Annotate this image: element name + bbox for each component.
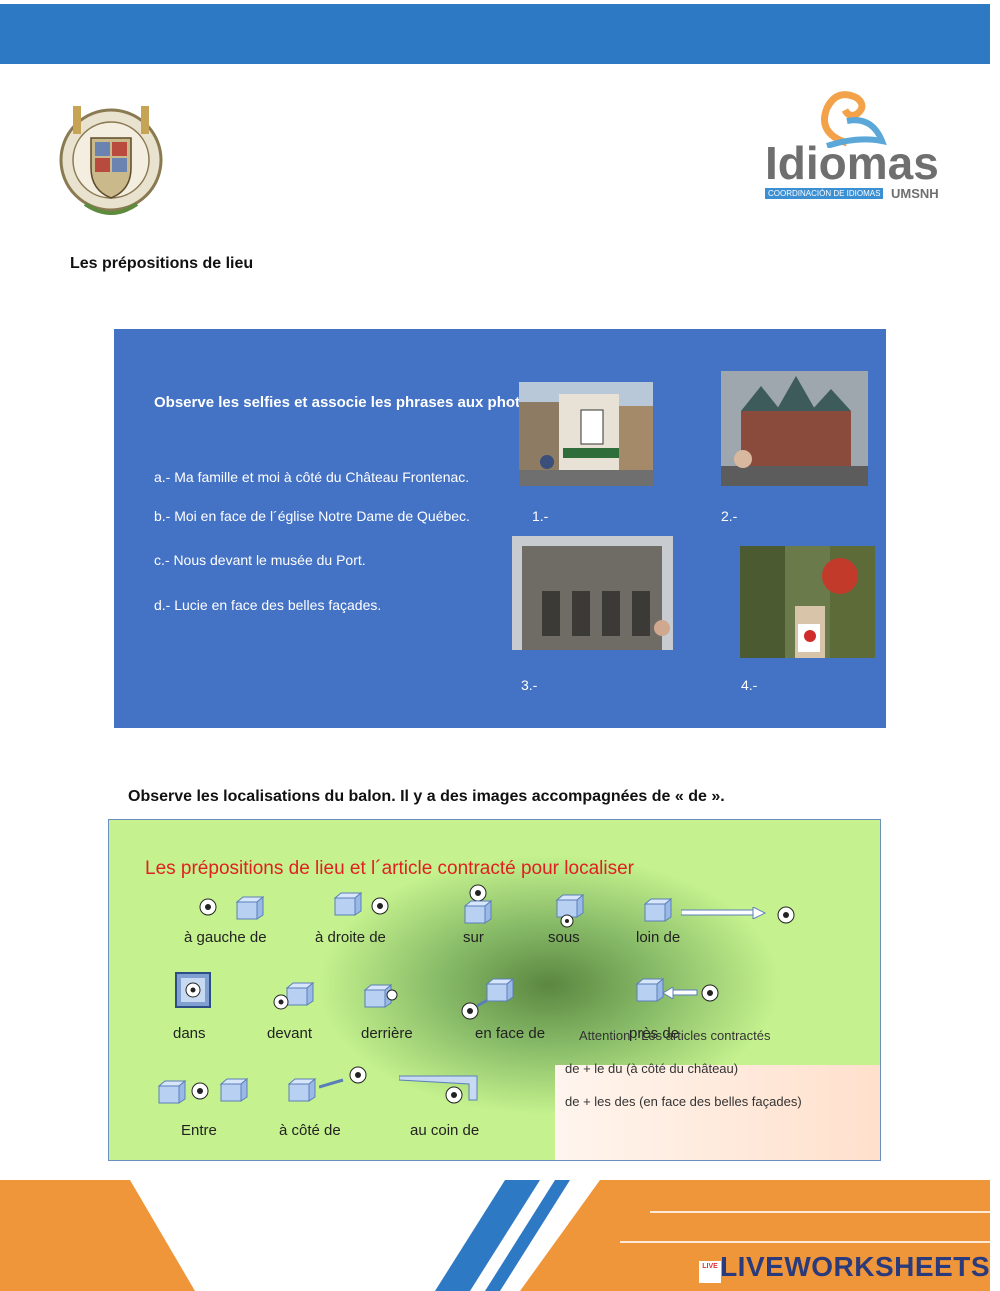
arrow-left-icon [662, 986, 699, 1004]
arrow-diagonal-icon [318, 1076, 345, 1094]
page-title: Les prépositions de lieu [70, 255, 254, 272]
cube-icon [635, 977, 665, 1007]
cube-icon [643, 897, 673, 927]
note-line-1: de + le du (à côté du château) [565, 1061, 739, 1076]
ball-icon [445, 1086, 463, 1109]
ball-icon [386, 988, 398, 1006]
prep-devant: devant [267, 1025, 313, 1042]
ball-icon [469, 884, 487, 907]
prep-pres-de: près de [629, 1025, 680, 1042]
cube-icon [235, 895, 265, 925]
prepositions-slide: Les prépositions de lieu et l´article co… [108, 819, 881, 1161]
cube-icon [333, 891, 363, 921]
photo-label-4: 4.- [741, 677, 758, 693]
arrow-right-icon [680, 906, 767, 924]
prep-a-cote-de: à côté de [279, 1122, 341, 1139]
header-bar [0, 4, 990, 64]
ball-icon [701, 984, 719, 1007]
liveworksheets-badge-icon: LIVE [699, 1261, 721, 1283]
idiomas-logo: Idiomas COORDINACIÓN DE IDIOMAS UMSNH [765, 88, 955, 203]
corner-shape-icon [398, 1074, 479, 1107]
prep-dans: dans [173, 1025, 206, 1042]
liveworksheets-brand[interactable]: LIVEWORKSHEETS [720, 1251, 990, 1282]
prep-derriere: derrière [361, 1025, 413, 1042]
cube-icon [463, 899, 493, 929]
idiomas-name: Idiomas [765, 137, 939, 189]
prep-sur: sur [463, 929, 484, 946]
sentence-d: d.- Lucie en face des belles façades. [154, 597, 382, 613]
prep-sous: sous [548, 929, 580, 946]
idiomas-suffix: UMSNH [891, 186, 939, 201]
slide-title: Les prépositions de lieu et l´article co… [145, 858, 634, 879]
sentence-c: c.- Nous devant le musée du Port. [154, 552, 366, 568]
cube-icon [157, 1079, 187, 1109]
selfie-exercise-panel: Observe les selfies et associe les phras… [114, 329, 886, 728]
cube-icon [287, 1077, 317, 1107]
note-heading: Attention : Les articles contractés [579, 1028, 771, 1043]
idiomas-subtitle: COORDINACIÓN DE IDIOMAS [765, 188, 884, 199]
exercise2-instruction: Observe les localisations du balon. Il y… [128, 788, 725, 805]
ball-icon [191, 1082, 209, 1105]
cube-icon [555, 893, 585, 923]
photo-notre-dame [512, 536, 673, 650]
ball-icon [777, 906, 795, 929]
ball-icon [560, 914, 574, 933]
note-line-2: de + les des (en face des belles façades… [565, 1094, 802, 1109]
boxed-ball-icon [175, 972, 211, 1013]
photo-label-2: 2.- [721, 508, 738, 524]
ball-icon [371, 897, 389, 920]
ball-icon [461, 1002, 479, 1025]
university-seal-logo [55, 100, 167, 224]
prep-a-droite-de: à droite de [315, 929, 386, 946]
photo-label-1: 1.- [532, 508, 549, 524]
photo-chateau [721, 371, 868, 486]
photo-label-3: 3.- [521, 677, 538, 693]
swirl-icon [821, 91, 887, 148]
sentence-b: b.- Moi en face de l´église Notre Dame d… [154, 508, 470, 524]
prep-a-gauche-de: à gauche de [184, 929, 267, 946]
ball-icon [273, 994, 289, 1015]
cube-icon [285, 981, 315, 1011]
footer-banner: LIVE LIVEWORKSHEETS [0, 1180, 1000, 1291]
contracted-articles-note: de + le du (à côté du château) de + les … [555, 1061, 880, 1160]
sentence-a: a.- Ma famille et moi à côté du Château … [154, 469, 470, 485]
photo-museum [519, 382, 653, 486]
prep-loin-de: loin de [636, 929, 681, 946]
prep-entre: Entre [181, 1122, 217, 1139]
prep-en-face-de: en face de [475, 1025, 546, 1042]
photo-facades [740, 546, 875, 658]
ball-icon [199, 898, 217, 921]
cube-icon [485, 977, 515, 1007]
exercise1-instruction: Observe les selfies et associe les phras… [154, 394, 538, 411]
prep-au-coin-de: au coin de [410, 1122, 480, 1139]
ball-icon [349, 1066, 367, 1089]
cube-icon [219, 1077, 249, 1107]
